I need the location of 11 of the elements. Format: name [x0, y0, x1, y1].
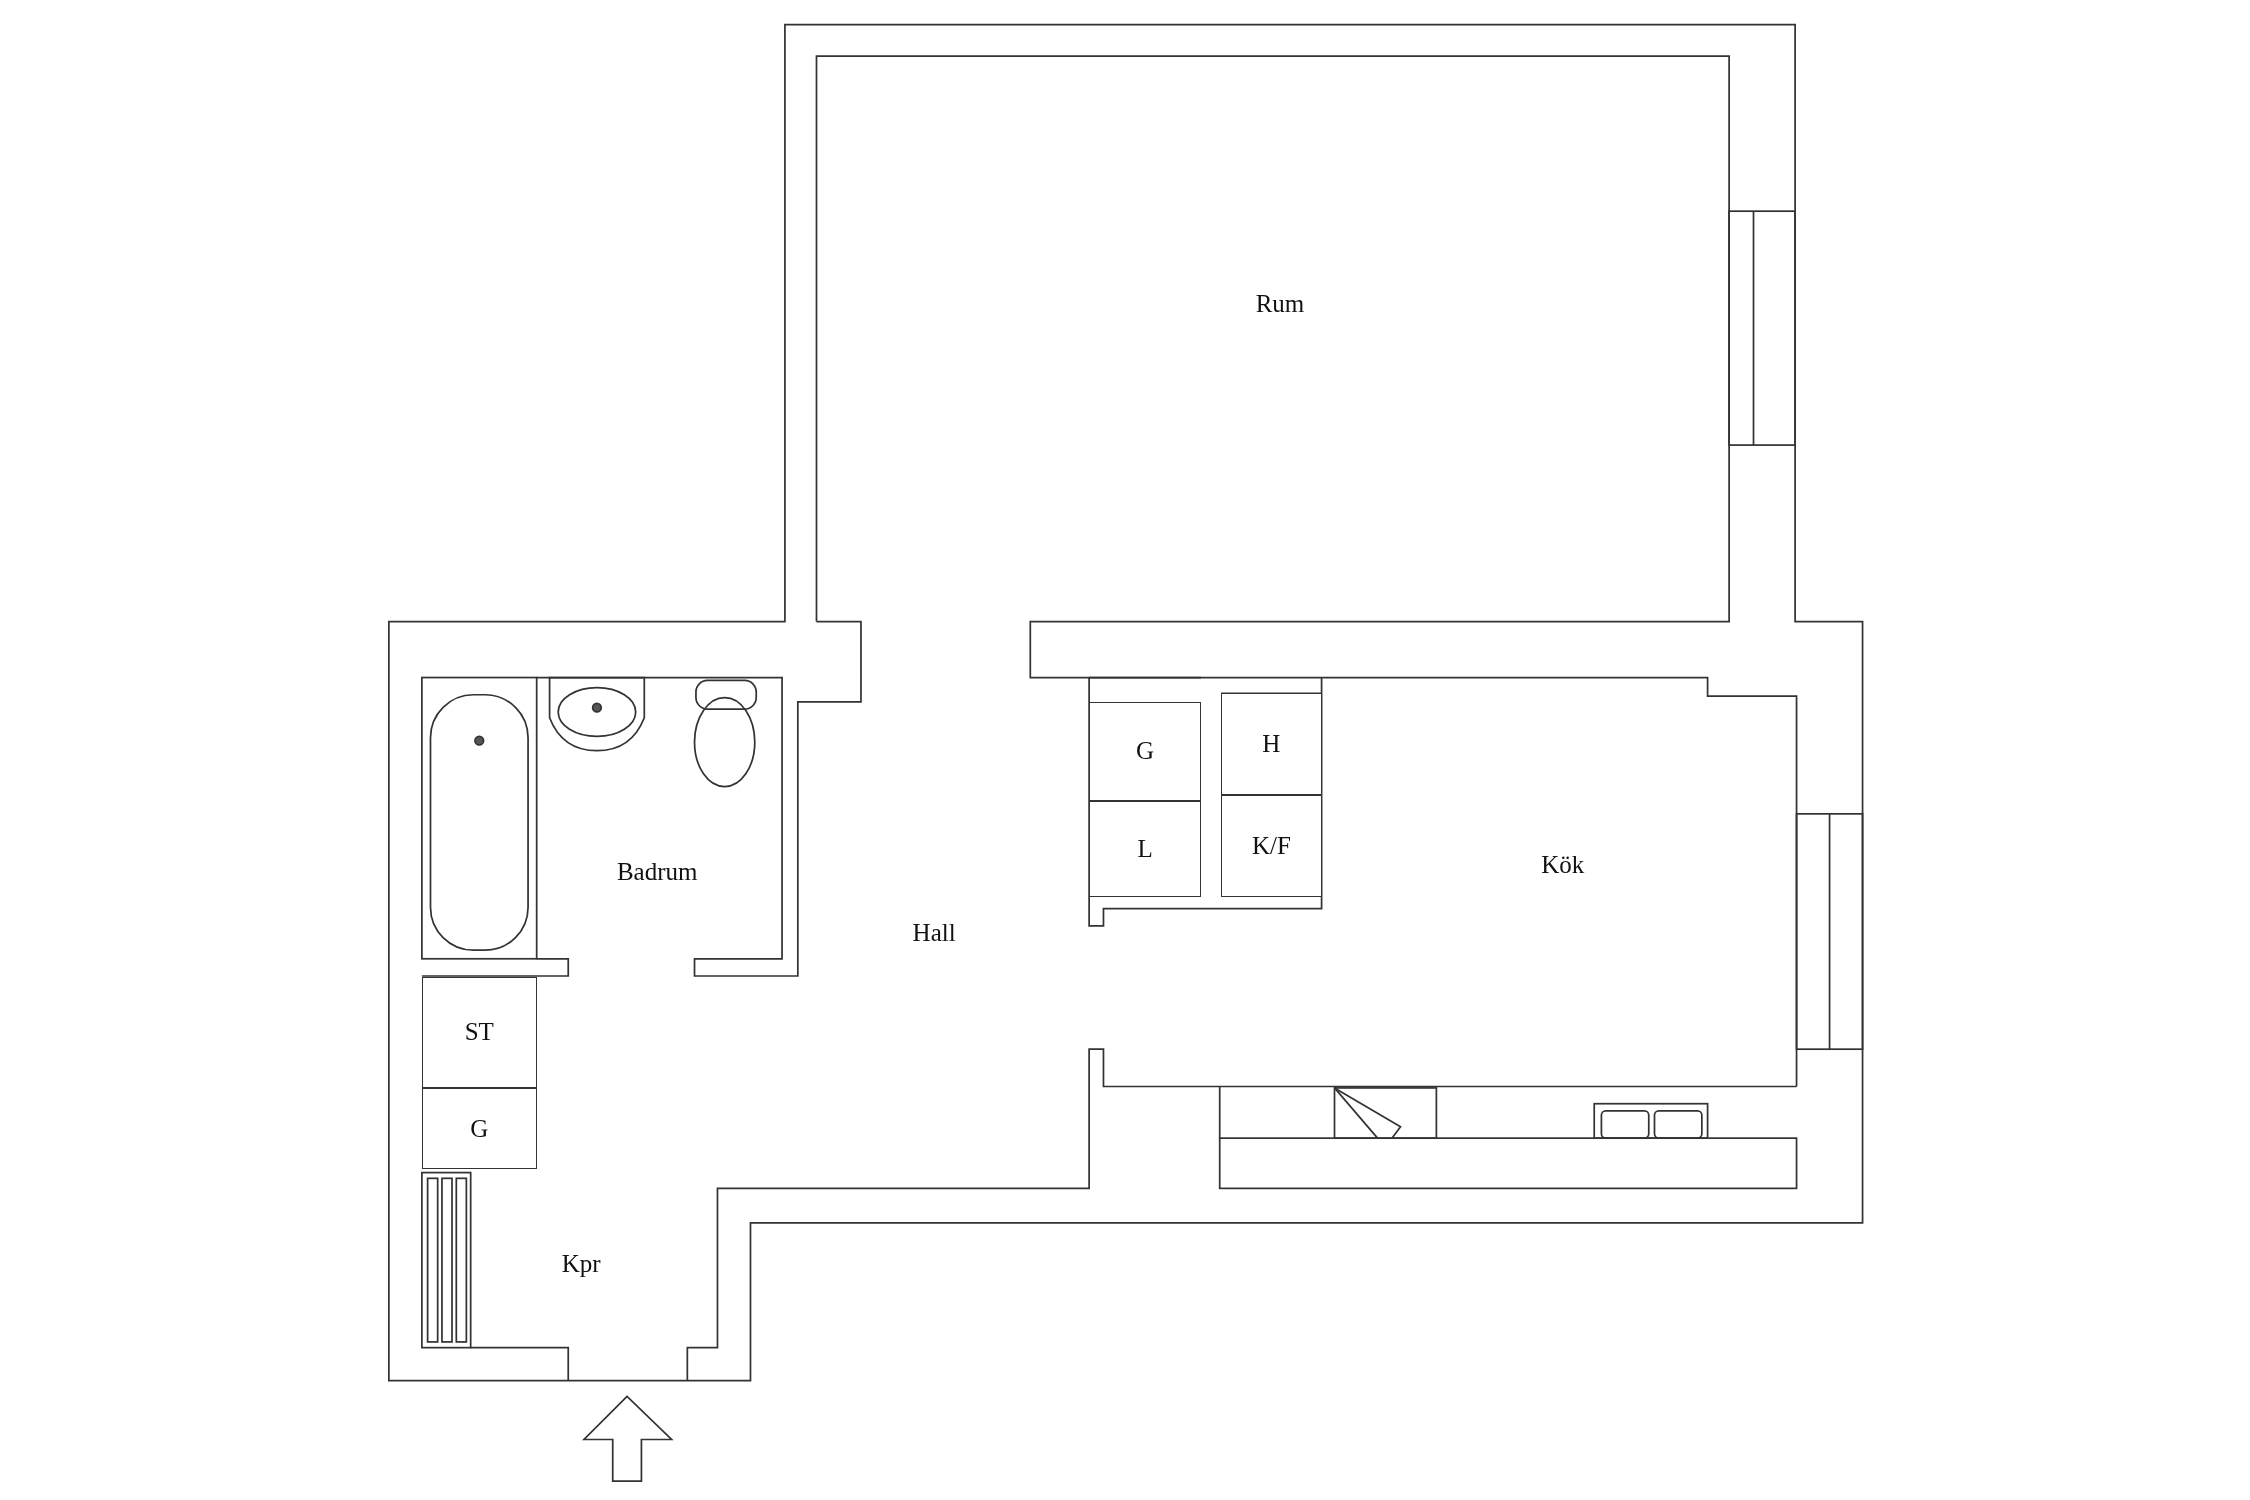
room-name: Kpr: [561, 1250, 601, 1279]
cabinet: K/F: [1221, 794, 1322, 897]
room-name: Hall: [912, 918, 956, 947]
cabinet: H: [1221, 693, 1322, 795]
room-name: Badrum: [616, 858, 698, 887]
room-name: Kök: [1541, 851, 1585, 880]
cabinet: G: [1089, 701, 1202, 801]
room-name: Rum: [1255, 290, 1305, 319]
cabinet: L: [1089, 800, 1202, 897]
cabinet: G: [421, 1087, 537, 1170]
cabinet: ST: [421, 977, 537, 1088]
